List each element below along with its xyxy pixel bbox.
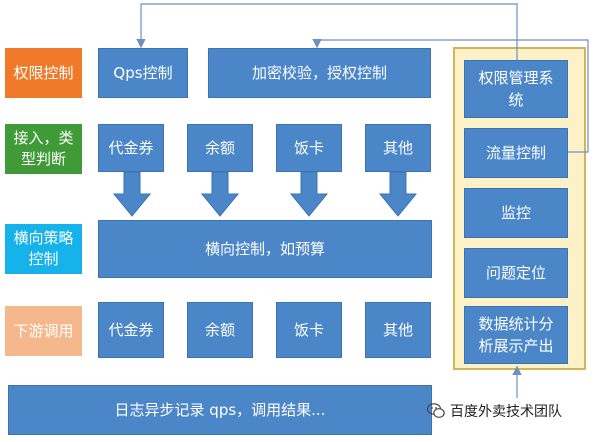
side-item-issue-locate: 问题定位 [464,248,568,298]
horizontal-control-text: 横向控制，如预算 [204,240,325,258]
watermark: 百度外卖技术团队 [427,399,562,423]
encrypt-auth-text: 加密校验，授权控制 [251,64,387,82]
downstream-item-meal-card: 饭卡 [276,302,342,358]
label-access-text: 接入，类型判断 [13,129,74,168]
access-item-meal-card: 饭卡 [276,124,342,172]
down-arrow-2 [200,172,240,217]
side-item-traffic-control: 流量控制 [464,128,568,178]
async-log-text: 日志异步记录 qps，调用结果... [114,401,326,419]
side-item-permission-system: 权限管理系统 [464,60,568,118]
side-item-monitoring-text: 监控 [500,204,531,222]
side-item-traffic-control-text: 流量控制 [485,144,546,162]
downstream-item-other-text: 其他 [382,321,413,339]
label-downstream: 下游调用 [5,306,82,356]
qps-control-text: Qps控制 [113,64,173,82]
down-arrow-3 [289,172,329,217]
watermark-text: 百度外卖技术团队 [450,404,562,420]
down-arrow-4 [378,172,418,217]
downstream-item-balance: 余额 [187,302,253,358]
label-auth: 权限控制 [5,48,82,98]
label-downstream-text: 下游调用 [13,321,74,340]
downstream-item-voucher: 代金券 [98,302,164,358]
side-item-issue-locate-text: 问题定位 [485,264,546,282]
downstream-item-meal-card-text: 饭卡 [293,321,324,339]
downstream-item-balance-text: 余额 [204,321,235,339]
side-item-permission-system-text: 权限管理系统 [478,69,554,109]
encrypt-auth-box: 加密校验，授权控制 [208,48,431,98]
downstream-item-other: 其他 [365,302,431,358]
down-arrow-1 [112,172,152,217]
access-item-meal-card-text: 饭卡 [293,139,324,157]
access-item-balance-text: 余额 [204,139,235,157]
downstream-item-voucher-text: 代金券 [108,321,154,339]
access-item-other-text: 其他 [382,139,413,157]
horizontal-control-box: 横向控制，如预算 [98,220,432,278]
label-access: 接入，类型判断 [5,124,82,174]
access-item-voucher: 代金券 [98,124,164,172]
wechat-icon [427,403,445,418]
label-auth-text: 权限控制 [13,63,74,82]
label-strategy: 横向策略控制 [5,224,82,274]
access-item-other: 其他 [365,124,431,172]
async-log-box: 日志异步记录 qps，调用结果... [8,385,432,435]
access-item-voucher-text: 代金券 [108,139,154,157]
access-item-balance: 余额 [187,124,253,172]
qps-control-box: Qps控制 [98,48,188,98]
side-item-data-analytics: 数据统计分析展示产出 [464,306,568,364]
side-item-monitoring: 监控 [464,188,568,238]
side-item-data-analytics-text: 数据统计分析展示产出 [478,315,554,355]
label-strategy-text: 横向策略控制 [13,229,74,268]
